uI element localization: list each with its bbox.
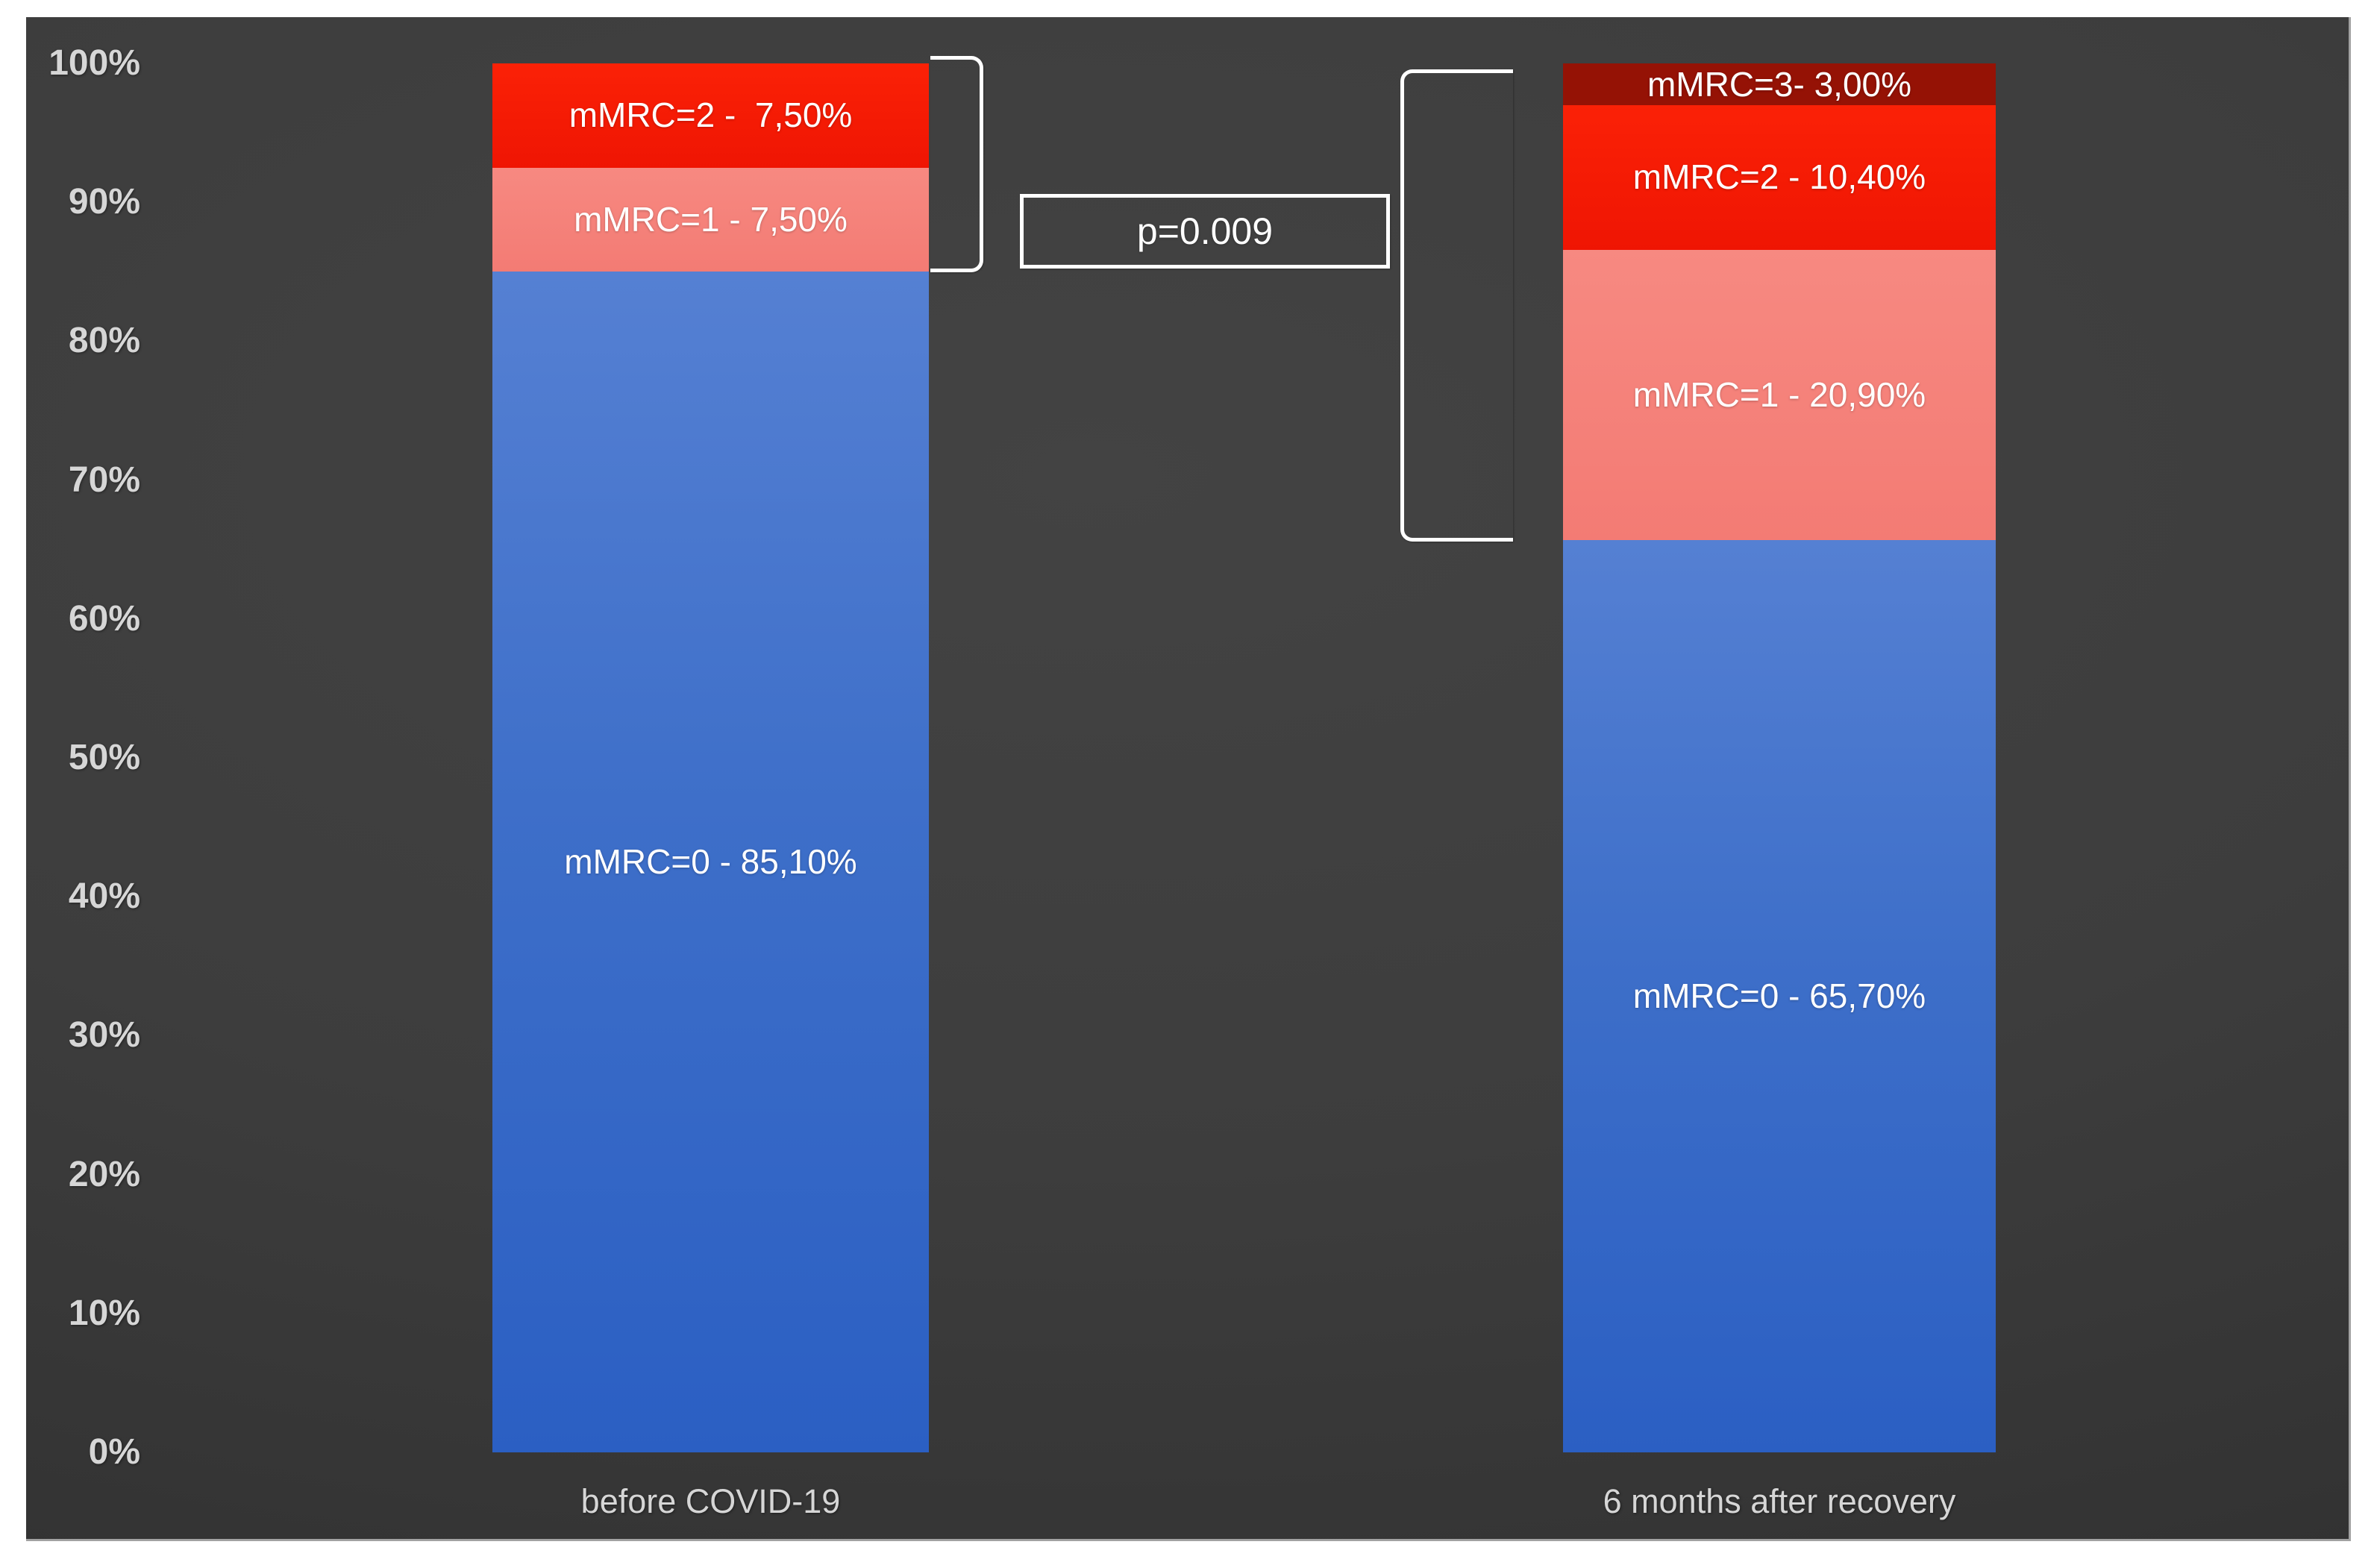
y-axis-tick-label: 20% <box>68 1155 140 1194</box>
stacked-bar-before: mMRC=2 - 7,50% mMRC=1 - 7,50% mMRC=0 - 85,… <box>492 63 929 1453</box>
segment-label: mMRC=0 - 85,10% <box>564 842 857 882</box>
category-label: before COVID-19 <box>580 1482 841 1520</box>
segment-mMRC-2: mMRC=2 - 7,50% <box>492 63 929 168</box>
segment-label: mMRC=0 - 65,70% <box>1632 976 1926 1016</box>
p-value-text: p=0.009 <box>1136 210 1274 252</box>
segment-mMRC-2: mMRC=2 - 10,40% <box>1563 104 1996 250</box>
y-axis-tick-label: 0% <box>88 1432 140 1472</box>
y-axis-tick-label: 80% <box>68 321 140 360</box>
segment-mMRC-1: mMRC=1 - 20,90% <box>1563 249 1996 540</box>
category-label: 6 months after recovery <box>1603 1482 1956 1520</box>
y-axis-tick-label: 70% <box>68 460 140 500</box>
segment-label: mMRC=1 - 7,50% <box>574 199 848 239</box>
segment-mMRC-1: mMRC=1 - 7,50% <box>492 167 929 272</box>
y-axis-tick-label: 90% <box>68 182 140 222</box>
y-axis-tick-label: 60% <box>68 599 140 639</box>
segment-label: mMRC=2 - 10,40% <box>1632 157 1926 197</box>
comparison-bracket-right <box>1400 69 1513 542</box>
segment-mMRC-3: mMRC=3- 3,00% <box>1563 63 1996 105</box>
segment-label: mMRC=2 - 7,50% <box>569 95 853 135</box>
segment-mMRC-0: mMRC=0 - 65,70% <box>1563 539 1996 1452</box>
y-axis-tick-label: 100% <box>48 43 140 83</box>
p-value-box: p=0.009 <box>1020 194 1390 269</box>
comparison-bracket-left <box>930 56 983 272</box>
y-axis-tick-label: 40% <box>68 876 140 916</box>
segment-label: mMRC=1 - 20,90% <box>1632 374 1926 414</box>
segment-mMRC-0: mMRC=0 - 85,10% <box>492 272 929 1453</box>
segment-label: mMRC=3- 3,00% <box>1647 64 1912 104</box>
chart-area: 100% 90% 80% 70% 60% 50% 40% 30% 20% 10% 0% mMRC=2… <box>26 17 2351 1541</box>
stacked-bar-after: mMRC=3- 3,00% mMRC=2 - 10,40% mMRC=1 - 20,… <box>1563 63 1996 1452</box>
y-axis-tick-label: 30% <box>68 1015 140 1055</box>
y-axis-tick-label: 50% <box>68 738 140 777</box>
y-axis-tick-label: 10% <box>68 1293 140 1333</box>
